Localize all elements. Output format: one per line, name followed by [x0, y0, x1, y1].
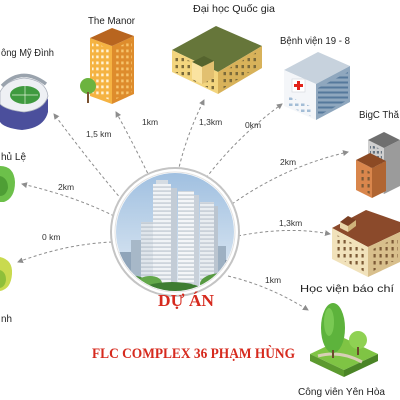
project-label: DỰ ÁN: [158, 291, 215, 310]
distance-label: 2km: [280, 157, 296, 167]
landmark-hospital: Bệnh viện 19 - 8: [280, 35, 350, 120]
distance-labels: 1,5 km 1km 1,3km 0km 2km 2km 1,3km 0 km …: [42, 117, 302, 285]
photo-inner-ring: [114, 171, 236, 293]
landmark-label: hủ Lệ: [1, 151, 26, 163]
landmark-university: Đại học Quốc gia: [172, 3, 275, 94]
landmark-icon: [0, 257, 13, 291]
park-icon: [310, 303, 378, 377]
connector-arrow: [227, 275, 309, 311]
landmark-label: The Manor: [88, 15, 135, 27]
connector-arrow: [115, 111, 151, 179]
shopping-center-icon: [356, 132, 400, 198]
landmark-label: BigC Thă: [359, 109, 399, 121]
distance-label: 1km: [265, 275, 281, 285]
project-name: FLC COMPLEX 36 PHẠM HÙNG: [92, 345, 295, 362]
connector-arrow: [53, 113, 123, 201]
project-title: DỰ ÁN FLC COMPLEX 36 PHẠM HÙNG: [92, 291, 295, 362]
landmark-academy: Học viện báo chí: [300, 210, 400, 295]
landmark-label: ông Mỹ Đình: [1, 47, 54, 59]
connectors: [17, 99, 349, 311]
apartment-building-icon: [80, 28, 134, 104]
landmark-label: Công viên Yên Hòa: [298, 386, 385, 398]
distance-label: 1,5 km: [86, 129, 112, 139]
distance-label: 0km: [245, 120, 261, 130]
connector-arrow: [177, 99, 205, 173]
university-icon: [172, 26, 262, 94]
landmark-stadium: ông Mỹ Đình: [0, 47, 54, 130]
landmark-park: Công viên Yên Hòa: [298, 303, 385, 398]
tree-icon: [0, 166, 15, 202]
academy-building-icon: [332, 210, 400, 277]
stadium-icon: [0, 73, 49, 130]
hospital-icon: [284, 52, 350, 120]
connector-arrow: [21, 182, 115, 217]
landmark-label: Học viện báo chí: [300, 283, 394, 295]
connector-arrow: [205, 103, 283, 179]
landmark-the-manor: The Manor: [80, 15, 135, 104]
distance-label: 1km: [142, 117, 158, 127]
distance-label: 1,3km: [199, 117, 222, 127]
connector-arrow: [237, 229, 331, 237]
distance-label: 2km: [58, 182, 74, 192]
landmark-bigc: BigC Thă: [356, 109, 400, 198]
landmark-label: Bệnh viện 19 - 8: [280, 35, 350, 47]
landmark-label: nh: [1, 313, 12, 325]
landmark-bottom-left: nh: [0, 257, 12, 325]
distance-label: 0 km: [42, 232, 60, 242]
landmark-label: Đại học Quốc gia: [193, 3, 275, 15]
landmark-thu-le: hủ Lệ: [0, 151, 26, 202]
distance-label: 1,3km: [279, 218, 302, 228]
connector-arrow: [17, 241, 113, 264]
project-towers-photo: [110, 167, 240, 297]
